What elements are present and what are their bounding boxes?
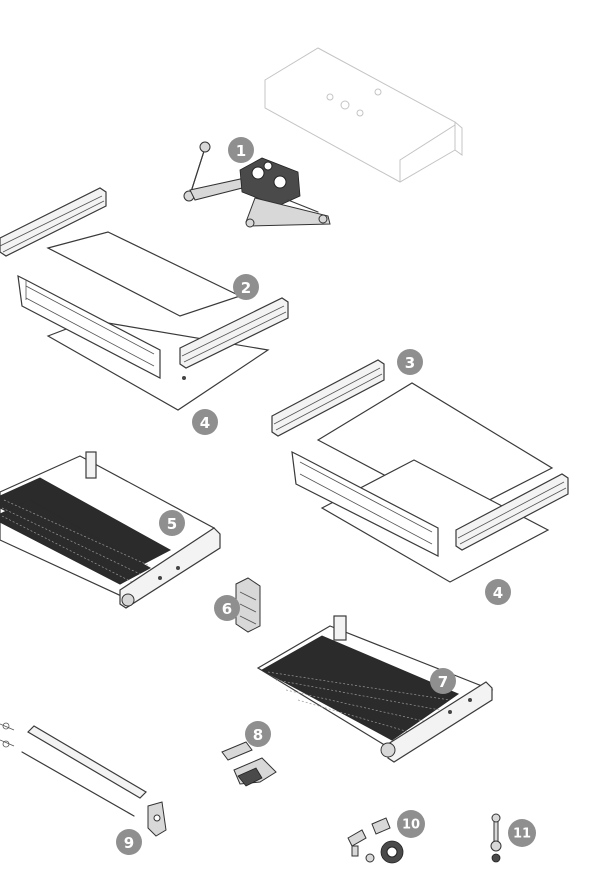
callout-4-right-label: 4 — [493, 584, 503, 602]
callout-4-right: 4 — [485, 579, 511, 605]
step-frame-small — [0, 187, 289, 411]
bolt-and-nut — [490, 813, 502, 863]
clip-part — [221, 741, 277, 787]
motor-linkage-assembly — [183, 141, 331, 228]
callout-8-label: 8 — [253, 726, 263, 744]
callout-9: 9 — [116, 829, 142, 855]
callout-9-label: 9 — [124, 834, 134, 852]
callout-2: 2 — [233, 274, 259, 300]
mounting-bracket — [235, 577, 261, 633]
callout-5: 5 — [159, 510, 185, 536]
callout-11-label: 11 — [513, 827, 531, 842]
callout-11: 11 — [508, 819, 536, 847]
callout-6: 6 — [214, 595, 240, 621]
callout-1-label: 1 — [236, 142, 246, 160]
callout-5-label: 5 — [167, 515, 177, 533]
callout-1: 1 — [228, 137, 254, 163]
step-frame-large — [271, 359, 569, 583]
callout-3-label: 3 — [405, 354, 415, 372]
callout-7-label: 7 — [438, 673, 448, 691]
callout-4-left: 4 — [192, 409, 218, 435]
callout-10: 10 — [397, 810, 425, 838]
gear-and-fittings — [347, 817, 404, 864]
callout-2-label: 2 — [241, 279, 251, 297]
callout-4-left-label: 4 — [200, 414, 210, 432]
slide-rail-pair — [0, 722, 167, 837]
callout-8: 8 — [245, 721, 271, 747]
callout-3: 3 — [397, 349, 423, 375]
step-tread-small — [256, 615, 494, 763]
callout-7: 7 — [430, 668, 456, 694]
callout-6-label: 6 — [222, 600, 232, 618]
step-tread-large — [0, 451, 221, 609]
mounting-plate-outline — [264, 47, 463, 183]
callout-10-label: 10 — [402, 818, 420, 833]
